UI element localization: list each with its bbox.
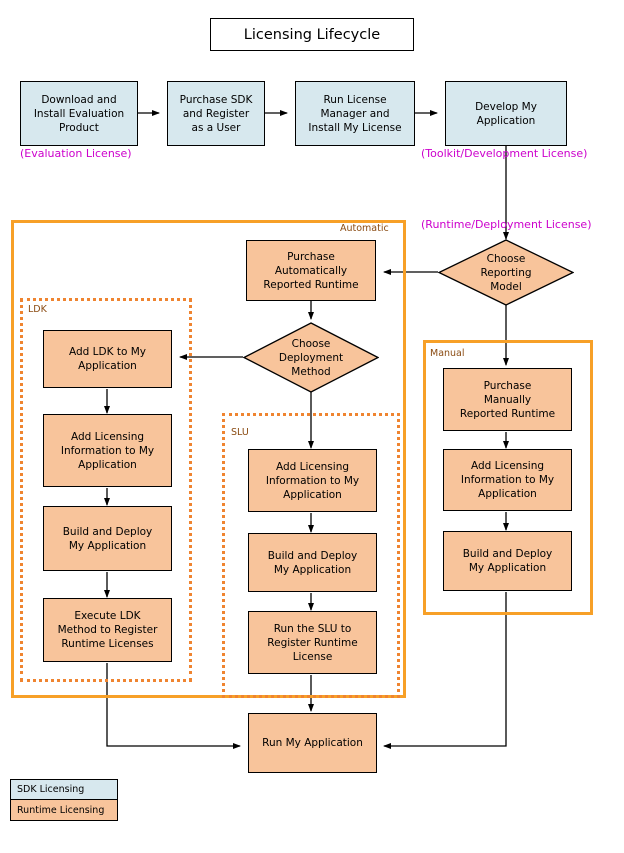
node-slu-run-register[interactable]: Run the SLU to Register Runtime License xyxy=(248,611,377,674)
container-ldk xyxy=(20,298,192,682)
node-ldk-add-licensing-info[interactable]: Add Licensing Information to My Applicat… xyxy=(43,414,172,487)
container-label-ldk: LDK xyxy=(28,304,47,315)
container-automatic xyxy=(11,220,406,698)
node-slu-add-licensing-info[interactable]: Add Licensing Information to My Applicat… xyxy=(248,449,377,512)
legend-item-sdk-licensing: SDK Licensing xyxy=(10,779,118,800)
node-run-my-application[interactable]: Run My Application xyxy=(248,713,377,773)
node-manual-add-licensing-info[interactable]: Add Licensing Information to My Applicat… xyxy=(443,449,572,511)
node-slu-build-deploy[interactable]: Build and Deploy My Application xyxy=(248,533,377,592)
legend-item-runtime-licensing: Runtime Licensing xyxy=(10,800,118,821)
node-purchase-sdk[interactable]: Purchase SDK and Register as a User xyxy=(167,81,265,146)
diamond-shape xyxy=(438,239,574,306)
node-download-install[interactable]: Download and Install Evaluation Product xyxy=(20,81,138,146)
license-label-runtime-deployment: (Runtime/Deployment License) xyxy=(421,218,592,231)
node-ldk-execute-method[interactable]: Execute LDK Method to Register Runtime L… xyxy=(43,598,172,662)
node-ldk-build-deploy[interactable]: Build and Deploy My Application xyxy=(43,506,172,571)
license-label-evaluation: (Evaluation License) xyxy=(20,147,132,160)
container-manual xyxy=(423,340,593,615)
container-slu xyxy=(222,413,400,698)
page-title-text: Licensing Lifecycle xyxy=(243,26,381,43)
node-manual-build-deploy[interactable]: Build and Deploy My Application xyxy=(443,531,572,591)
node-add-ldk[interactable]: Add LDK to My Application xyxy=(43,330,172,388)
page-title: Licensing Lifecycle xyxy=(210,18,414,51)
container-label-slu: SLU xyxy=(231,427,249,438)
decision-choose-deployment-method[interactable]: Choose Deployment Method xyxy=(243,322,379,393)
node-purchase-manual-runtime[interactable]: Purchase Manually Reported Runtime xyxy=(443,368,572,431)
container-label-automatic: Automatic xyxy=(340,223,389,234)
diamond-shape xyxy=(243,322,379,393)
container-label-manual: Manual xyxy=(430,348,465,359)
node-run-license-manager[interactable]: Run License Manager and Install My Licen… xyxy=(295,81,415,146)
decision-choose-reporting-model[interactable]: Choose Reporting Model xyxy=(438,239,574,306)
node-develop-app[interactable]: Develop My Application xyxy=(445,81,567,146)
legend: SDK Licensing Runtime Licensing xyxy=(10,779,118,821)
license-label-toolkit-development: (Toolkit/Development License) xyxy=(421,147,588,160)
node-purchase-auto-runtime[interactable]: Purchase Automatically Reported Runtime xyxy=(246,240,376,301)
